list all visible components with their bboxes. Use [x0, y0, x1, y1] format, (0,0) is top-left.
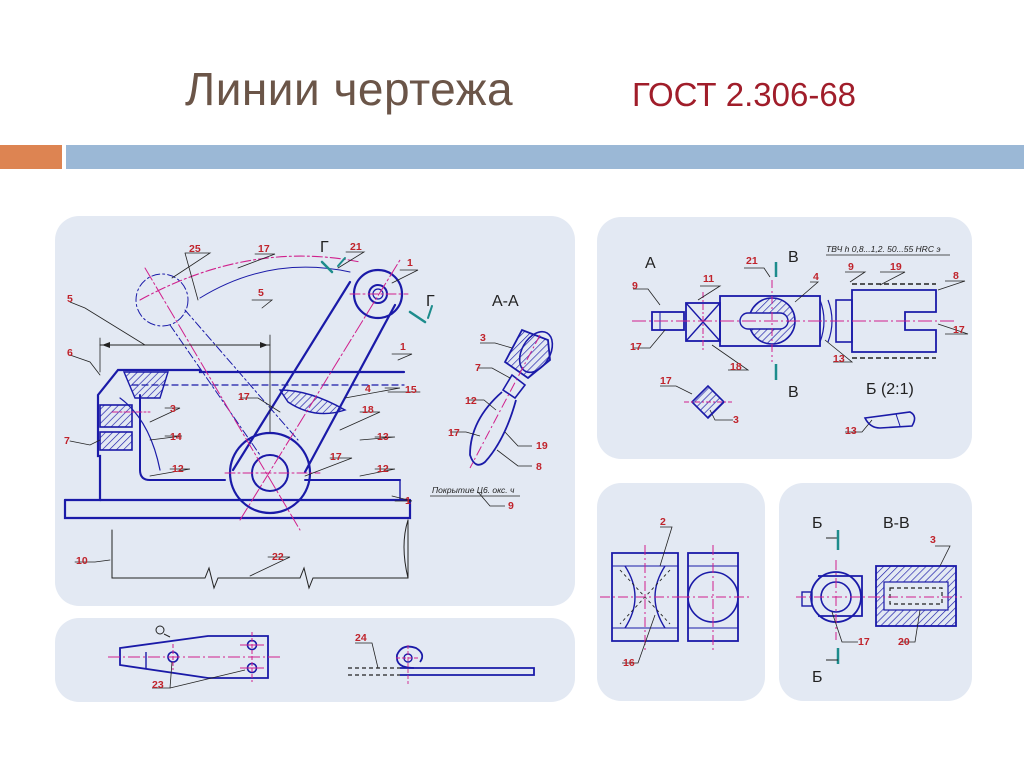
gost-subtitle: ГОСТ 2.306-68 — [632, 76, 857, 113]
section-aa-label: 17 — [448, 427, 460, 439]
section-mark-v: В — [788, 249, 799, 266]
slide-title: Линии чертежа — [185, 63, 514, 115]
section-aa-label: 7 — [475, 362, 481, 374]
shaft-label: 17 — [630, 341, 642, 353]
bb-label: 17 — [858, 636, 870, 648]
strip-drawing: 24 — [348, 632, 535, 684]
bb-label: 20 — [898, 636, 910, 648]
lever-drawing: 23 — [108, 625, 280, 691]
accent-bar-orange — [0, 145, 62, 169]
main-label: 6 — [67, 347, 73, 359]
section-mark-g: Г — [426, 293, 435, 310]
shaft-label: 17 — [660, 375, 672, 387]
shaft-label: 17 — [953, 324, 965, 336]
main-label: 15 — [405, 384, 417, 396]
main-label: 4 — [365, 383, 371, 395]
section-aa-drawing: А-А 3 7 12 17 19 8 9 Покрытие Ц6. окс. ч — [430, 293, 554, 512]
main-label: 25 — [189, 243, 201, 255]
accent-bar-blue — [66, 145, 1024, 169]
main-label: 17 — [258, 243, 270, 255]
section-aa-label: 12 — [465, 395, 477, 407]
main-label: 21 — [350, 241, 362, 253]
shaft-label: 19 — [890, 261, 902, 273]
section-aa-label: 3 — [480, 332, 486, 344]
shaft-label: 21 — [746, 255, 758, 267]
main-label: 1 — [405, 495, 411, 507]
main-label: 18 — [362, 404, 374, 416]
section-vv-title: В-В — [883, 515, 910, 532]
cross-drawing: 2 16 — [600, 516, 750, 669]
shaft-label: 11 — [703, 273, 714, 285]
main-label: 7 — [64, 435, 70, 447]
main-label: 5 — [67, 293, 73, 305]
section-mark-b: Б — [812, 669, 823, 686]
section-aa-label: 9 — [508, 500, 514, 512]
shaft-label: 9 — [848, 261, 854, 273]
main-label: 10 — [76, 555, 88, 567]
shaft-label: 4 — [813, 271, 819, 283]
coating-note: Покрытие Ц6. окс. ч — [432, 485, 515, 495]
main-drawing: 25 17 21 1 5 5 6 1 4 15 17 18 3 14 13 7 … — [63, 239, 435, 590]
main-label: 22 — [272, 551, 284, 563]
strip-label: 24 — [355, 632, 367, 644]
shaft-label: 9 — [632, 280, 638, 292]
main-label: 13 — [377, 431, 389, 443]
detail-b-scale: Б (2:1) — [866, 381, 914, 398]
shaft-label: 18 — [730, 361, 742, 373]
main-label: 12 — [172, 463, 184, 475]
cross-label: 2 — [660, 516, 666, 528]
section-mark-v: В — [788, 384, 799, 401]
bb-label: 3 — [930, 534, 936, 546]
main-label: 1 — [407, 257, 413, 269]
shaft-label: 8 — [953, 270, 959, 282]
shaft-label: 13 — [833, 353, 845, 365]
shaft-label: 3 — [733, 414, 739, 426]
main-label: 12 — [377, 463, 389, 475]
main-label: 5 — [258, 287, 264, 299]
section-aa-label: 19 — [536, 440, 548, 452]
main-label: 17 — [238, 391, 250, 403]
main-label: 14 — [170, 431, 182, 443]
panel-lever-drawing — [55, 618, 575, 702]
section-mark-b: Б — [812, 515, 823, 532]
section-mark-a: А — [645, 255, 656, 272]
hardening-note: ТВЧ h 0,8...1,2. 50...55 HRC э — [826, 244, 941, 254]
bb-section-drawing: Б В-В Б 3 17 20 — [796, 515, 962, 686]
main-label: 1 — [400, 341, 406, 353]
shaft-drawing: ТВЧ h 0,8...1,2. 50...55 HRC э — [630, 244, 969, 437]
section-aa-title: А-А — [492, 293, 519, 310]
main-label: 3 — [170, 403, 176, 415]
lever-label: 23 — [152, 679, 164, 691]
section-mark-g: Г — [320, 239, 329, 256]
cross-label: 16 — [623, 657, 635, 669]
section-aa-label: 8 — [536, 461, 542, 473]
main-label: 17 — [330, 451, 342, 463]
shaft-label: 13 — [845, 425, 857, 437]
